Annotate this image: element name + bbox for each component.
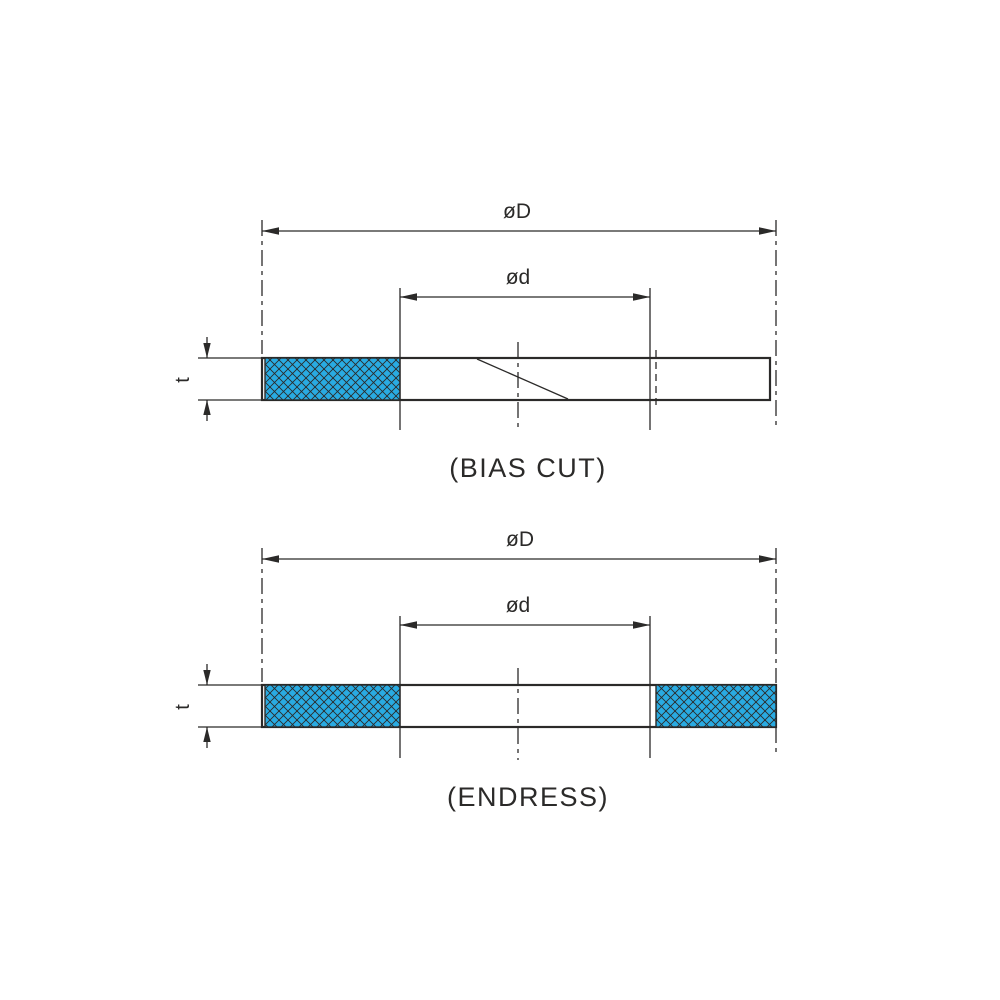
bias-cut-line xyxy=(476,358,569,400)
arrowhead-left xyxy=(262,227,279,235)
outer-diameter-label: øD xyxy=(503,200,531,223)
arrowhead-left xyxy=(400,621,417,629)
arrowhead-up xyxy=(203,400,211,415)
inner-diameter-label: ød xyxy=(506,266,531,289)
view-bias-cut: øD ød t (BIAS CUT) xyxy=(172,200,777,483)
view-caption: (ENDRESS) xyxy=(447,782,609,812)
arrowhead-right xyxy=(633,293,650,301)
arrowhead-left xyxy=(262,555,279,563)
arrowhead-right xyxy=(759,227,776,235)
arrowhead-up xyxy=(203,727,211,742)
arrowhead-left xyxy=(400,293,417,301)
thickness-label: t xyxy=(172,704,194,710)
arrowhead-right xyxy=(633,621,650,629)
hatch-region-left xyxy=(264,684,401,728)
arrowhead-down xyxy=(203,343,211,358)
view-endress: øD ød t (ENDRESS) xyxy=(172,528,778,812)
hatch-region-left xyxy=(264,357,401,401)
inner-diameter-label: ød xyxy=(506,594,531,617)
view-caption: (BIAS CUT) xyxy=(449,453,607,483)
arrowhead-down xyxy=(203,670,211,685)
arrowhead-right xyxy=(759,555,776,563)
hatch-region-right xyxy=(655,684,777,728)
thickness-label: t xyxy=(172,377,194,383)
outer-diameter-label: øD xyxy=(506,528,534,551)
